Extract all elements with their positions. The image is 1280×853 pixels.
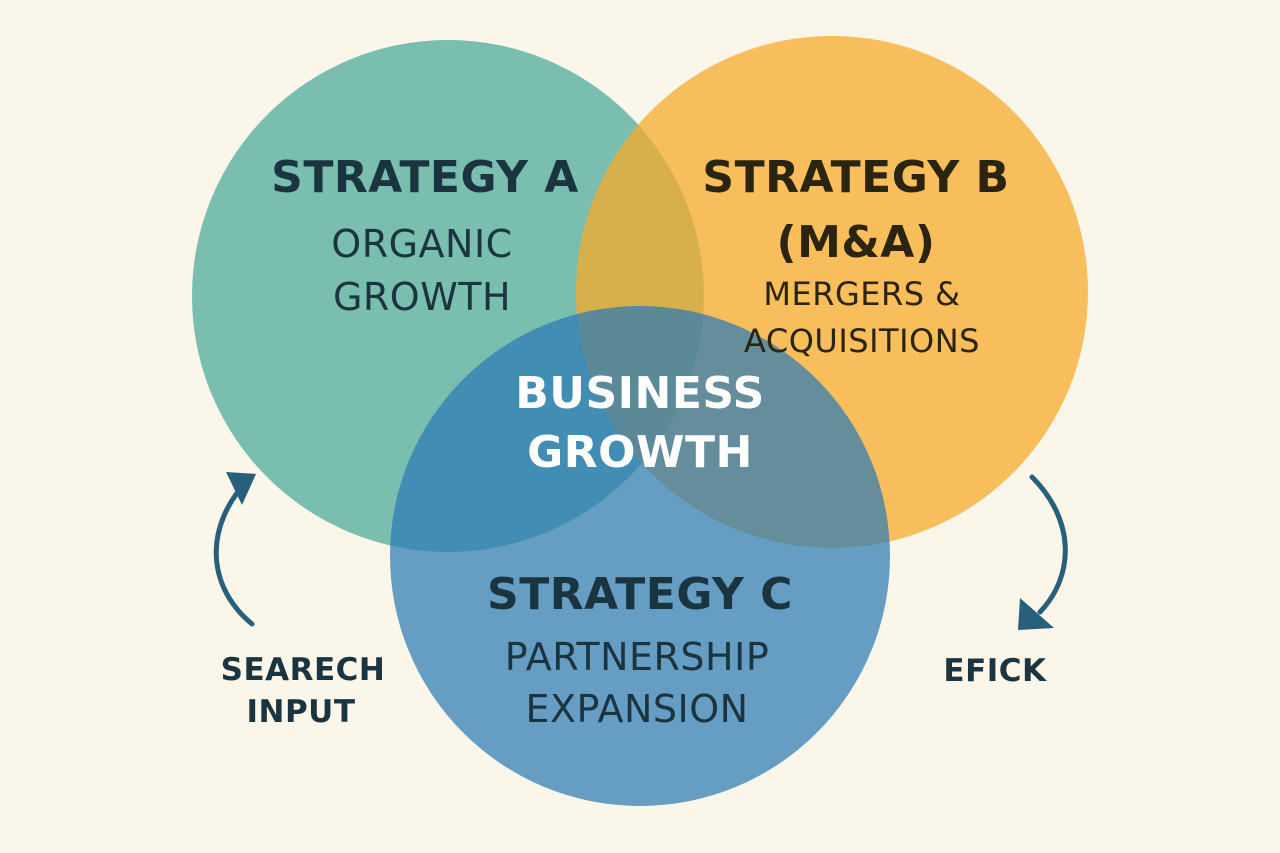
strategy-c-title: STRATEGY C [487, 569, 793, 620]
right-annotation-line1: EFICK [943, 653, 1047, 689]
center-labels: BUSINESS GROWTH [515, 368, 765, 478]
circles-group [192, 36, 1088, 806]
strategy-b-line1: MERGERS & [763, 275, 960, 313]
right-annotation: EFICK [943, 474, 1068, 689]
strategy-c-line2: EXPANSION [525, 687, 748, 731]
center-line1: BUSINESS [515, 368, 765, 419]
left-annotation: SEARECH INPUT [213, 472, 386, 730]
strategy-a-labels: STRATEGY A ORGANIC GROWTH [271, 152, 579, 319]
strategy-a-line1: ORGANIC [331, 222, 512, 266]
curved-arrow-down-icon [1029, 474, 1068, 615]
strategy-b-title: STRATEGY B [702, 152, 1009, 203]
left-annotation-line2: INPUT [246, 694, 355, 730]
center-line2: GROWTH [527, 427, 753, 478]
strategy-a-line2: GROWTH [333, 275, 511, 319]
strategy-b-labels: STRATEGY B (M&A) MERGERS & ACQUISITIONS [702, 152, 1009, 360]
strategy-b-title-abbrev: (M&A) [777, 217, 936, 268]
curved-arrow-up-icon [213, 477, 255, 627]
strategy-c-labels: STRATEGY C PARTNERSHIP EXPANSION [487, 569, 793, 731]
strategy-c-line1: PARTNERSHIP [505, 635, 770, 679]
arrowhead-down-icon [1018, 598, 1054, 630]
left-annotation-line1: SEARECH [221, 652, 386, 688]
strategy-b-line2: ACQUISITIONS [744, 322, 980, 360]
strategy-a-title: STRATEGY A [271, 152, 579, 203]
arrowhead-up-icon [226, 472, 256, 505]
circle-strategy-c [390, 306, 890, 806]
